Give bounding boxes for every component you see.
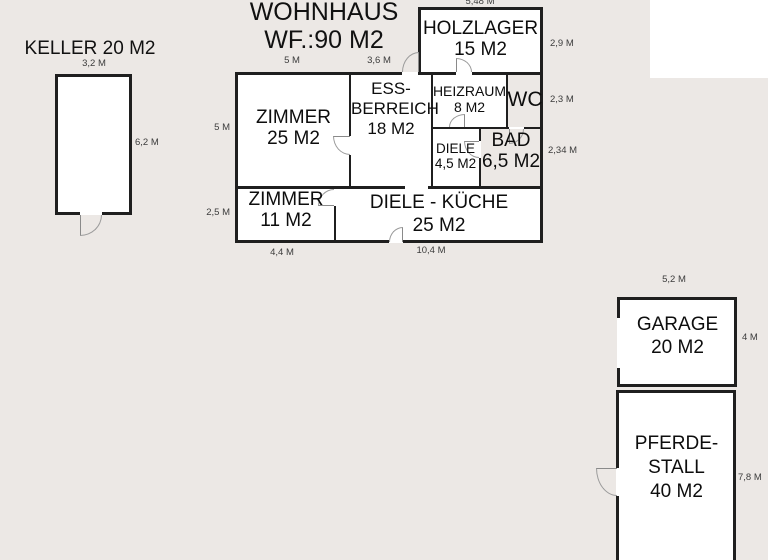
wohnhaus-dim-right-wc: 2,3 M [550,94,574,105]
keller-dim-top: 3,2 M [82,58,106,69]
zimmer11-label: ZIMMER 11 M2 [237,189,335,231]
wall-ess-heizraum [431,75,433,188]
holzlager-name: HOLZLAGER [422,18,539,39]
wall-heizraum-wc [506,75,508,128]
wohnhaus-dim-bottom-right: 10,4 M [416,245,446,256]
pferdestall-area: 40 M2 [650,481,703,502]
heizraum-area: 8 M2 [453,99,486,115]
bad-label: BAD 6,5 M2 [479,130,543,172]
diele-area: 4,5 M2 [434,156,477,171]
holzlager-label: HOLZLAGER 15 M2 [418,18,543,60]
zimmer25-label: ZIMMER 25 M2 [237,107,350,149]
bad-area: 6,5 M2 [481,151,541,172]
wc-fill [508,75,540,127]
zimmer25-area: 25 M2 [267,128,320,149]
front-door-arc [402,52,419,72]
wohnhaus-title: WOHNHAUS WF.:90 M2 [233,0,415,54]
pferdestall-dim-right: 7,8 M [738,472,762,483]
keller-title: KELLER 20 M2 [24,38,156,59]
pferdestall-line1: PFERDE- [634,433,719,454]
wohnhaus-dim-top-mid: 3,6 M [367,55,391,66]
wall-heizraum-bottom [433,127,509,129]
garage-label: GARAGE 20 M2 [618,313,737,359]
essbereich-label: ESS- BERREICH 18 M2 [351,79,439,139]
wohnhaus-dim-top-left: 5 M [284,55,300,66]
wohnhaus-dim-left-zimmer11: 2,5 M [206,207,230,218]
diele-name: DIELE [435,141,476,156]
keller-dim-right: 6,2 M [135,137,159,148]
wall-mid-horizontal-left [238,186,405,189]
bad-name: BAD [491,130,531,151]
wall-diele-bad-upper [479,128,481,141]
wohnhaus-dim-bottom-left: 4,4 M [270,247,294,258]
wohnhaus-dim-right-bad: 2,34 M [548,145,578,156]
wall-zimmer25-ess-upper [349,75,351,136]
wohnhaus-dim-left-zimmer25: 5 M [214,122,230,133]
garage-door-opening [617,318,620,368]
pferdestall-label: PFERDE- STALL 40 M2 [617,432,736,504]
diele-label: DIELE 4,5 M2 [431,141,480,171]
holzlager-dim-top: 5,48 M [465,0,495,7]
pferdestall-door-arc [596,468,617,496]
holzlager-outline [418,7,543,72]
wc-label: WC [507,89,543,111]
dielekueche-label: DIELE - KÜCHE 25 M2 [335,191,543,237]
wohnhaus-title-line1: WOHNHAUS [249,0,399,26]
zimmer11-name: ZIMMER [248,189,324,210]
pferdestall-line2: STALL [648,457,705,478]
kueche-door-arc [389,227,403,242]
dielekueche-name: DIELE - KÜCHE [369,192,509,213]
zimmer25-name: ZIMMER [256,107,331,128]
keller-outline [55,74,132,215]
essbereich-line1: ESS- [371,79,411,98]
wall-zimmer25-ess-lower [349,155,351,188]
wc-name: WC [507,88,543,111]
holzlager-area: 15 M2 [454,39,507,60]
garage-outline [617,297,737,387]
keller-door-arc [80,215,102,236]
wall-wc-bad-segment [524,127,540,129]
wohnhaus-title-line2: WF.:90 M2 [264,26,384,54]
front-door-opening [402,72,418,75]
heizraum-name: HEIZRAUM [432,83,507,99]
pferdestall-door-opening [616,468,619,496]
sheet-white-area [650,0,768,78]
zimmer11-area: 11 M2 [260,210,312,231]
wall-mid-horizontal-right [428,186,540,189]
essbereich-line2: BERREICH [351,99,439,118]
holzlager-door-opening [456,72,472,75]
holzlager-dim-right: 2,9 M [550,38,574,49]
pferdestall-outline [616,390,736,560]
keller-door-opening [80,212,102,215]
garage-area: 20 M2 [651,337,704,358]
garage-dim-right: 4 M [742,332,758,343]
wall-zimmer11-kueche [334,206,336,240]
garage-dim-top: 5,2 M [662,274,686,285]
essbereich-area: 18 M2 [367,119,415,138]
garage-name: GARAGE [636,314,719,335]
heizraum-label: HEIZRAUM 8 M2 [432,83,507,115]
dielekueche-area: 25 M2 [412,215,466,236]
wall-diele-bad-lower [479,158,481,188]
